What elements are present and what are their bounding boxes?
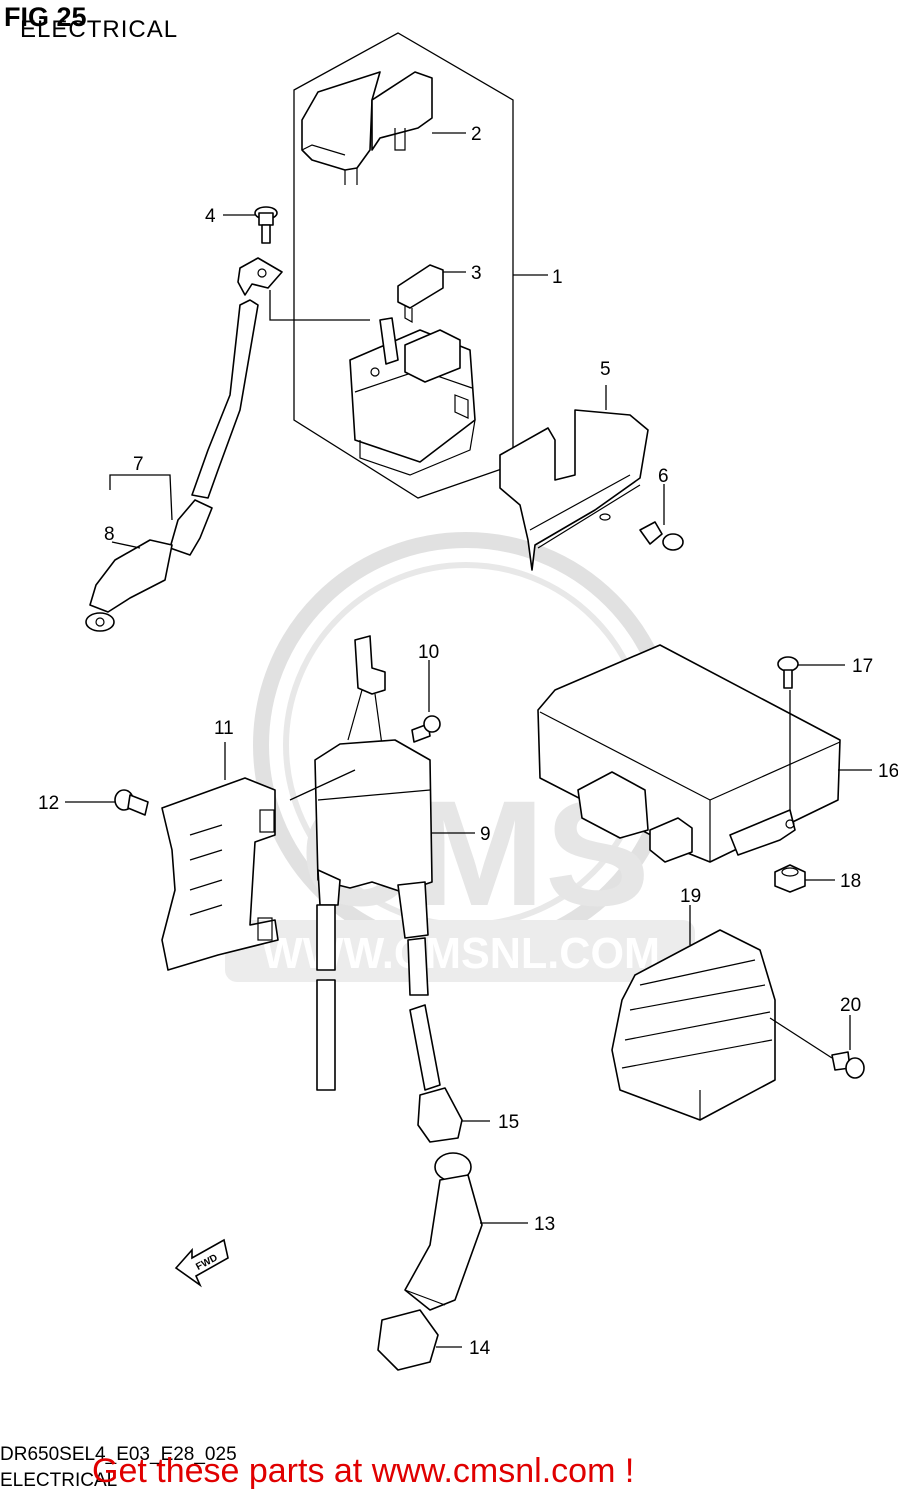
callout-7: 7 [133,454,144,475]
plug-cover [377,1309,439,1371]
callout-6: 6 [658,466,669,487]
screw-part-17 [777,656,799,689]
regulator-rectifier [611,929,776,1121]
callout-4: 4 [205,206,216,227]
coil-bracket [161,777,279,971]
figure-title: FIG 25 [4,2,87,32]
callout-17: 17 [852,656,873,677]
battery-cable [85,257,283,632]
model-code: DR650SEL4_E03_E28_025 [0,1444,237,1465]
relay-cover [301,71,433,185]
nut-part-18 [774,864,806,893]
callout-3: 3 [471,263,482,284]
callout-18: 18 [840,871,861,892]
callout-2: 2 [471,124,482,145]
relay-bracket [499,409,649,571]
screw-part-10 [411,715,441,743]
forward-arrow-icon: FWD [174,1238,229,1288]
plug-cap [417,1087,463,1143]
starter-relay [349,317,476,476]
callout-15: 15 [498,1112,519,1133]
callout-20: 20 [840,995,861,1016]
callout-5: 5 [600,359,611,380]
bolt-part-20 [831,1051,865,1079]
ignition-coil [314,635,441,1091]
callout-11: 11 [214,718,234,739]
footer-caption: ELECTRICAL [0,1470,118,1491]
plug-boot [404,1152,483,1311]
callout-12: 12 [38,793,59,814]
callout-19: 19 [680,886,701,907]
callout-1: 1 [552,267,563,288]
callout-13: 13 [534,1214,555,1235]
callout-16: 16 [878,761,898,782]
callout-14: 14 [469,1338,491,1359]
callout-10: 10 [418,642,439,663]
callout-numbers: 1 2 3 4 5 6 7 8 9 10 11 12 13 14 15 16 1… [38,124,898,1359]
promo-link[interactable]: Get these parts at www.cmsnl.com ! [92,1452,635,1490]
callout-8: 8 [104,524,115,545]
bolt-part-4 [254,206,278,244]
cdi-unit [537,644,841,863]
section-title: ELECTRICAL [20,16,179,43]
leader-lines [65,132,872,1348]
bolt-part-6 [639,521,684,551]
bolt-part-12 [114,789,149,816]
callout-9: 9 [480,824,491,845]
fuse [397,264,444,324]
